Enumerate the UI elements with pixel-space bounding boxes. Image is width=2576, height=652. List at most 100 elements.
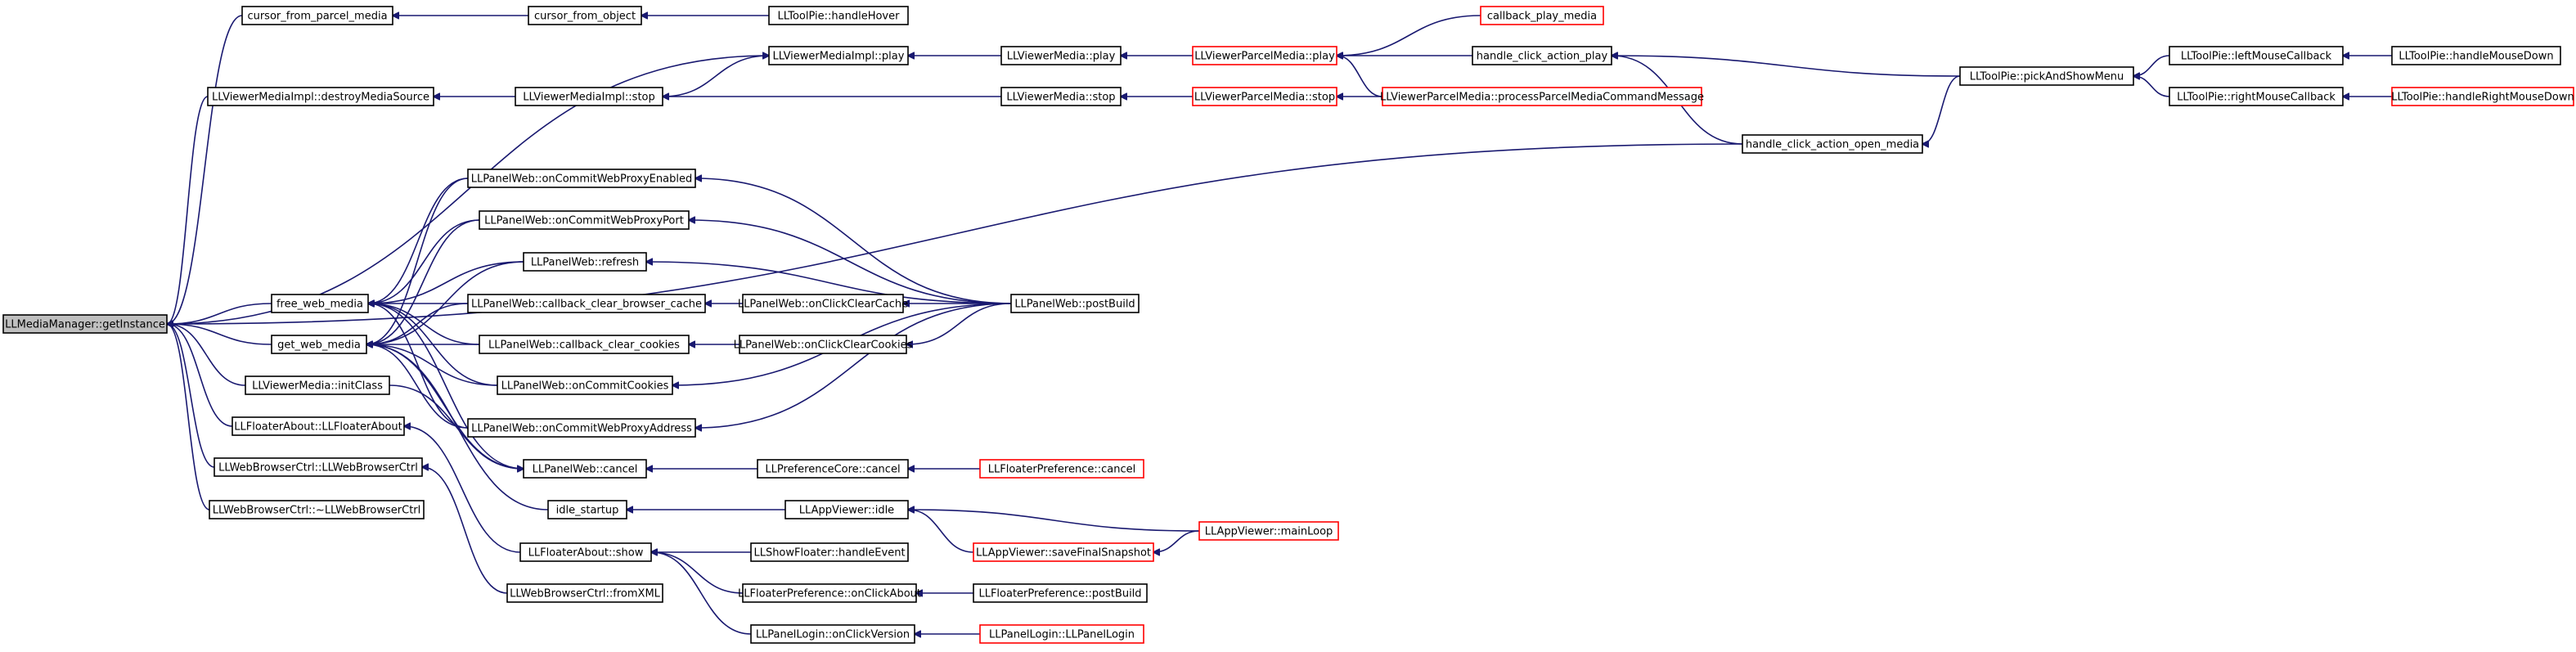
node-box[interactable] (742, 583, 917, 603)
graph-node-idle-startup[interactable]: idle_startup (547, 500, 627, 519)
node-box[interactable] (1000, 87, 1122, 106)
node-box[interactable] (467, 294, 706, 313)
graph-node-vmi-stop[interactable]: LLViewerMediaImpl::stop (515, 87, 663, 106)
node-box[interactable] (739, 335, 907, 354)
graph-node-vmi-play[interactable]: LLViewerMediaImpl::play (768, 46, 909, 65)
graph-node-wbc-dtor[interactable]: LLWebBrowserCtrl::~LLWebBrowserCtrl (209, 500, 425, 519)
node-box[interactable] (271, 335, 367, 354)
node-box[interactable] (271, 294, 369, 313)
node-box[interactable] (784, 500, 909, 519)
graph-node-tp-down[interactable]: LLToolPie::handleMouseDown (2391, 46, 2561, 65)
node-box[interactable] (979, 624, 1144, 644)
node-box[interactable] (479, 335, 690, 354)
graph-node-tp-right[interactable]: LLToolPie::rightMouseCallback (2169, 87, 2344, 106)
graph-node-free-web[interactable]: free_web_media (271, 294, 369, 313)
node-box[interactable] (214, 457, 423, 477)
node-box[interactable] (750, 542, 909, 562)
graph-node-pw-proxy-port[interactable]: LLPanelWeb::onCommitWebProxyPort (479, 210, 690, 230)
graph-node-vpm-play[interactable]: LLViewerParcelMedia::play (1192, 46, 1337, 65)
node-box[interactable] (1192, 87, 1337, 106)
node-box[interactable] (2169, 46, 2344, 65)
node-box[interactable] (523, 459, 647, 479)
node-box[interactable] (467, 169, 696, 188)
node-box[interactable] (757, 459, 909, 479)
node-box[interactable] (519, 542, 652, 562)
graph-node-wbc-ctor[interactable]: LLWebBrowserCtrl::LLWebBrowserCtrl (214, 457, 423, 477)
graph-node-fa-show[interactable]: LLFloaterAbout::show (519, 542, 652, 562)
graph-node-vm-init[interactable]: LLViewerMedia::initClass (245, 375, 390, 395)
node-box[interactable] (1192, 46, 1337, 65)
node-box[interactable] (1472, 46, 1612, 65)
graph-node-hca-play[interactable]: handle_click_action_play (1472, 46, 1612, 65)
graph-node-pl-ctor[interactable]: LLPanelLogin::LLPanelLogin (979, 624, 1144, 644)
graph-node-fp-postbuild[interactable]: LLFloaterPreference::postBuild (973, 583, 1148, 603)
graph-node-vpm-process[interactable]: LLViewerParcelMedia::processParcelMediaC… (1380, 87, 1704, 106)
node-box[interactable] (1010, 294, 1140, 313)
node-box[interactable] (742, 294, 904, 313)
node-box[interactable] (506, 583, 663, 603)
node-box[interactable] (1382, 87, 1702, 106)
graph-node-cursor-object[interactable]: cursor_from_object (528, 6, 642, 25)
node-box[interactable] (497, 375, 673, 395)
node-box[interactable] (2, 314, 168, 334)
graph-node-pw-clear-cookies[interactable]: LLPanelWeb::onClickClearCookies (734, 335, 913, 354)
graph-node-av-snapshot[interactable]: LLAppViewer::saveFinalSnapshot (973, 542, 1154, 562)
node-box[interactable] (207, 87, 434, 106)
graph-node-av-idle[interactable]: LLAppViewer::idle (784, 500, 909, 519)
node-box[interactable] (209, 500, 425, 519)
graph-node-pw-cb-cache[interactable]: LLPanelWeb::callback_clear_browser_cache (467, 294, 706, 313)
node-box[interactable] (979, 459, 1144, 479)
graph-node-vm-stop[interactable]: LLViewerMedia::stop (1000, 87, 1122, 106)
graph-node-sf-handle[interactable]: LLShowFloater::handleEvent (750, 542, 909, 562)
graph-node-cursor-parcel[interactable]: cursor_from_parcel_media (241, 6, 393, 25)
node-box[interactable] (1480, 6, 1604, 25)
node-box[interactable] (768, 46, 909, 65)
node-box[interactable] (523, 252, 647, 272)
node-box[interactable] (479, 210, 690, 230)
graph-node-pw-clear-cache[interactable]: LLPanelWeb::onClickClearCache (738, 294, 908, 313)
node-box[interactable] (750, 624, 915, 644)
graph-node-tp-pick[interactable]: LLToolPie::pickAndShowMenu (1959, 66, 2134, 86)
node-box[interactable] (973, 583, 1148, 603)
graph-node-tp-rdown[interactable]: LLToolPie::handleRightMouseDown (2391, 87, 2574, 106)
node-box[interactable] (232, 416, 405, 436)
graph-node-cb-play[interactable]: callback_play_media (1480, 6, 1604, 25)
node-box[interactable] (547, 500, 627, 519)
node-box[interactable] (241, 6, 393, 25)
graph-node-pw-commit-cookies[interactable]: LLPanelWeb::onCommitCookies (497, 375, 673, 395)
graph-node-wbc-xml[interactable]: LLWebBrowserCtrl::fromXML (506, 583, 663, 603)
node-box[interactable] (528, 6, 642, 25)
graph-node-av-main[interactable]: LLAppViewer::mainLoop (1198, 521, 1339, 541)
graph-node-pw-proxy-en[interactable]: LLPanelWeb::onCommitWebProxyEnabled (467, 169, 696, 188)
node-box[interactable] (973, 542, 1154, 562)
graph-node-fa-ctor[interactable]: LLFloaterAbout::LLFloaterAbout (232, 416, 405, 436)
graph-node-pc-cancel[interactable]: LLPreferenceCore::cancel (757, 459, 909, 479)
node-box[interactable] (2391, 46, 2561, 65)
graph-node-fp-cancel[interactable]: LLFloaterPreference::cancel (979, 459, 1144, 479)
node-box[interactable] (245, 375, 390, 395)
graph-node-pw-cancel[interactable]: LLPanelWeb::cancel (523, 459, 647, 479)
node-box[interactable] (1742, 134, 1923, 154)
graph-node-pw-refresh[interactable]: LLPanelWeb::refresh (523, 252, 647, 272)
graph-node-hca-open[interactable]: handle_click_action_open_media (1742, 134, 1923, 154)
node-box[interactable] (768, 6, 909, 25)
node-box[interactable] (2391, 87, 2574, 106)
graph-node-vm-play[interactable]: LLViewerMedia::play (1000, 46, 1122, 65)
graph-node-tp-left[interactable]: LLToolPie::leftMouseCallback (2169, 46, 2344, 65)
node-box[interactable] (2169, 87, 2344, 106)
node-box[interactable] (1959, 66, 2134, 86)
node-box[interactable] (1198, 521, 1339, 541)
graph-node-vmi-destroy[interactable]: LLViewerMediaImpl::destroyMediaSource (207, 87, 434, 106)
node-box[interactable] (1000, 46, 1122, 65)
graph-node-pw-proxy-addr[interactable]: LLPanelWeb::onCommitWebProxyAddress (467, 418, 696, 438)
graph-node-get-web[interactable]: get_web_media (271, 335, 367, 354)
graph-node-pl-version[interactable]: LLPanelLogin::onClickVersion (750, 624, 915, 644)
graph-node-pw-postbuild[interactable]: LLPanelWeb::postBuild (1010, 294, 1140, 313)
node-box[interactable] (515, 87, 663, 106)
graph-node-vpm-stop[interactable]: LLViewerParcelMedia::stop (1192, 87, 1337, 106)
graph-node-root[interactable]: LLMediaManager::getInstance (2, 314, 168, 334)
graph-node-tp-hover[interactable]: LLToolPie::handleHover (768, 6, 909, 25)
graph-node-pw-cb-cookies[interactable]: LLPanelWeb::callback_clear_cookies (479, 335, 690, 354)
graph-node-fp-about[interactable]: LLFloaterPreference::onClickAbout (738, 583, 921, 603)
node-box[interactable] (467, 418, 696, 438)
